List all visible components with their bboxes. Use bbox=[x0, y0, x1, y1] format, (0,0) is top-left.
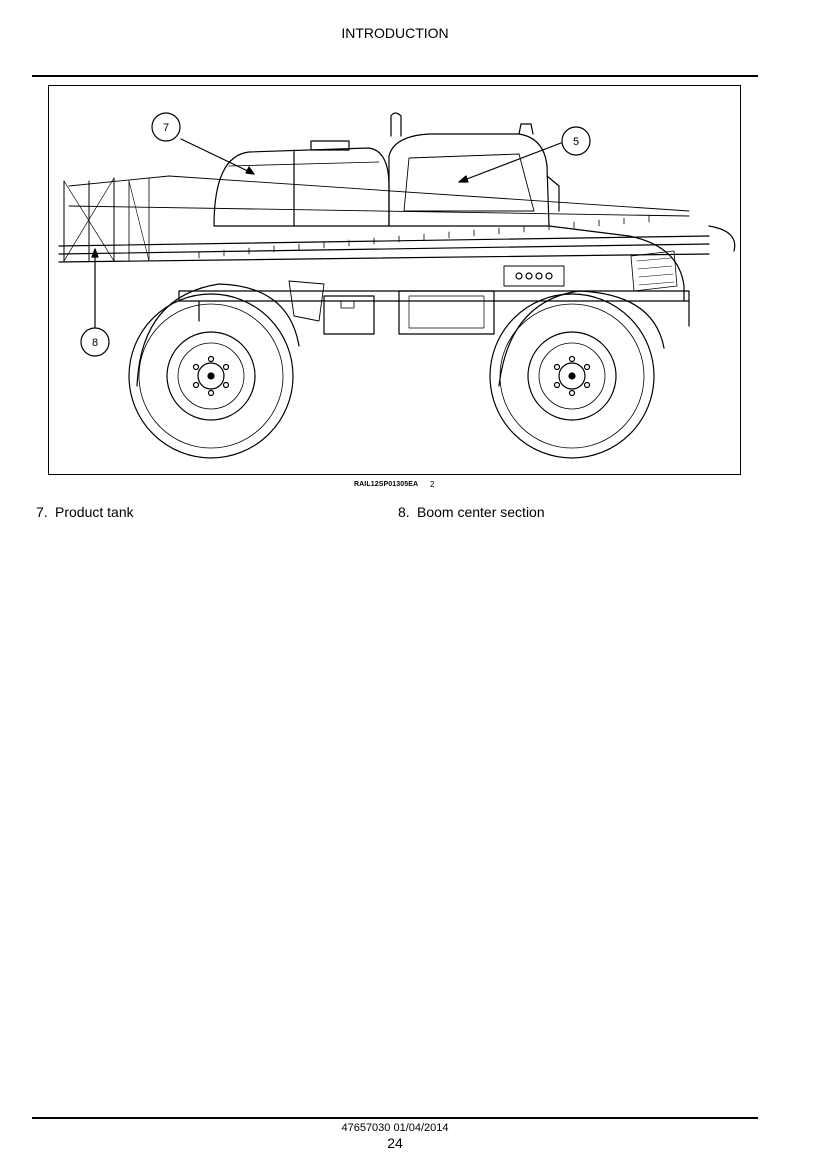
figure-frame: 7 5 8 bbox=[48, 85, 741, 475]
callout-7 bbox=[151, 112, 181, 142]
boom-nozzles bbox=[198, 215, 650, 259]
legend-item-boom-center-section: 8. Boom center section bbox=[398, 504, 545, 520]
legend-item-product-tank: 7. Product tank bbox=[36, 504, 134, 520]
legend-text: Boom center section bbox=[417, 504, 545, 520]
callout-8 bbox=[80, 327, 110, 357]
front-wheel bbox=[489, 293, 655, 459]
legend-number: 8. bbox=[398, 504, 410, 520]
footer-rule bbox=[32, 1117, 758, 1119]
cab bbox=[388, 112, 560, 227]
figure-number: 2 bbox=[430, 480, 435, 489]
footer-doc-code: 47657030 01/04/2014 bbox=[341, 1122, 449, 1134]
callout-5 bbox=[561, 126, 591, 156]
callout-8-label: 8 bbox=[92, 337, 98, 349]
page-number: 24 bbox=[387, 1135, 403, 1151]
header-rule bbox=[32, 75, 758, 77]
figure-reference-code: RAIL12SP01305EA bbox=[354, 481, 419, 488]
callout-5-label: 5 bbox=[573, 136, 579, 148]
rear-wheel bbox=[128, 293, 294, 459]
legend-number: 7. bbox=[36, 504, 48, 520]
product-tank bbox=[213, 140, 390, 227]
boom-center-section bbox=[58, 175, 736, 263]
legend-text: Product tank bbox=[55, 504, 134, 520]
section-title: INTRODUCTION bbox=[341, 25, 449, 41]
callout-leaders bbox=[91, 138, 562, 333]
callout-7-label: 7 bbox=[163, 122, 169, 134]
sprayer-illustration: 7 5 8 bbox=[58, 112, 736, 459]
